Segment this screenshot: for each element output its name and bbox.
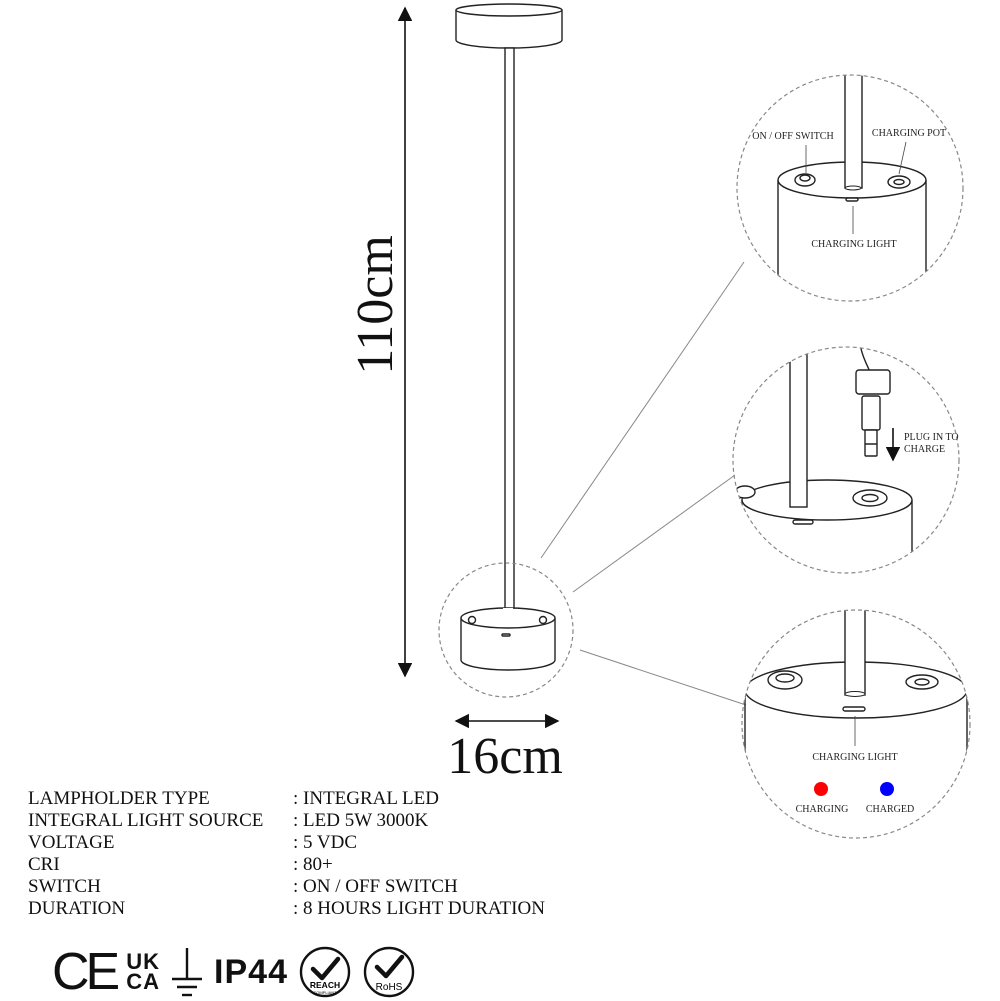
spec-value: : 80+ — [293, 854, 333, 875]
base-switch — [467, 615, 477, 625]
spec-row: INTEGRAL LIGHT SOURCE : LED 5W 3000K — [28, 810, 545, 832]
certification-marks: CE UK CA IP44 REACH COMPLIANT RoHS — [52, 945, 416, 999]
ukca-line1: UK — [126, 949, 161, 974]
ground-symbol-icon — [172, 948, 203, 997]
spec-label: LAMPHOLDER TYPE — [28, 788, 210, 809]
callout-charging-light-bottom: CHARGING LIGHT — [812, 752, 897, 763]
spec-value: : 8 HOURS LIGHT DURATION — [293, 898, 545, 919]
spec-value: : INTEGRAL LED — [293, 788, 439, 809]
charging-plug — [864, 429, 878, 457]
reach-compliant-icon: REACH COMPLIANT — [299, 946, 351, 998]
lamp-main — [455, 3, 563, 671]
leader-lines — [540, 261, 747, 706]
height-label: 110cm — [347, 235, 404, 375]
detail-charging-light: CHARGING LIGHT CHARGING CHARGED — [741, 609, 971, 839]
callout-on-off-switch: ON / OFF SWITCH — [752, 131, 833, 142]
charged-indicator-dot — [880, 782, 894, 796]
spec-value: : 5 VDC — [293, 832, 358, 853]
ip-rating: IP44 — [214, 952, 288, 991]
charging-indicator-dot — [814, 782, 828, 796]
spec-row: VOLTAGE : 5 VDC — [28, 832, 545, 854]
callout-charging: CHARGING — [796, 804, 849, 815]
spec-value: : ON / OFF SWITCH — [293, 876, 458, 897]
lamp-head-top — [455, 3, 563, 17]
base-port — [538, 615, 548, 625]
detail-circle-mid — [732, 346, 960, 574]
callout-charging-light-top: CHARGING LIGHT — [811, 239, 896, 250]
indicator-light-slot — [842, 706, 866, 712]
charger-block — [855, 369, 891, 395]
spec-label: DURATION — [28, 898, 126, 919]
lamp-base — [460, 618, 556, 671]
height-dimension: 110cm — [347, 6, 413, 678]
width-label: 16cm — [447, 728, 563, 785]
reach-label: REACH — [310, 980, 340, 990]
reach-sub-label: COMPLIANT — [313, 990, 337, 995]
base-charging-light — [501, 633, 511, 637]
callout-plug-in-line2: CHARGE — [904, 444, 945, 455]
ce-mark: CE — [52, 943, 120, 1001]
detail-circle-top — [736, 74, 964, 302]
spec-row: DURATION : 8 HOURS LIGHT DURATION — [28, 898, 545, 920]
spec-row: LAMPHOLDER TYPE : INTEGRAL LED — [28, 788, 545, 810]
callout-plug-in-line1: PLUG IN TO — [904, 432, 959, 443]
charging-light-indicator — [845, 197, 859, 202]
detail-circle-bottom — [741, 609, 971, 839]
rohs-label: RoHS — [376, 982, 403, 993]
spec-label: CRI — [28, 854, 60, 875]
ukca-mark: UK CA — [126, 949, 161, 994]
base-highlight-circle — [438, 562, 574, 698]
detail-switch-port: ON / OFF SWITCH CHARGING POT CHARGING LI… — [736, 74, 964, 302]
charging-cable — [858, 347, 871, 373]
spec-row: CRI : 80+ — [28, 854, 545, 876]
spec-value: : LED 5W 3000K — [293, 810, 429, 831]
lamp-pole — [504, 47, 515, 615]
spec-row: SWITCH : ON / OFF SWITCH — [28, 876, 545, 898]
callout-charged: CHARGED — [866, 804, 914, 815]
ukca-line2: CA — [126, 969, 161, 994]
spec-label: VOLTAGE — [28, 832, 115, 853]
rohs-icon: RoHS — [363, 946, 415, 998]
width-dimension: 16cm — [447, 713, 563, 785]
detail-plug-in: PLUG IN TO CHARGE — [732, 346, 960, 574]
callout-charging-pot: CHARGING POT — [872, 128, 946, 139]
spec-label: SWITCH — [28, 876, 101, 897]
spec-label: INTEGRAL LIGHT SOURCE — [28, 810, 264, 831]
